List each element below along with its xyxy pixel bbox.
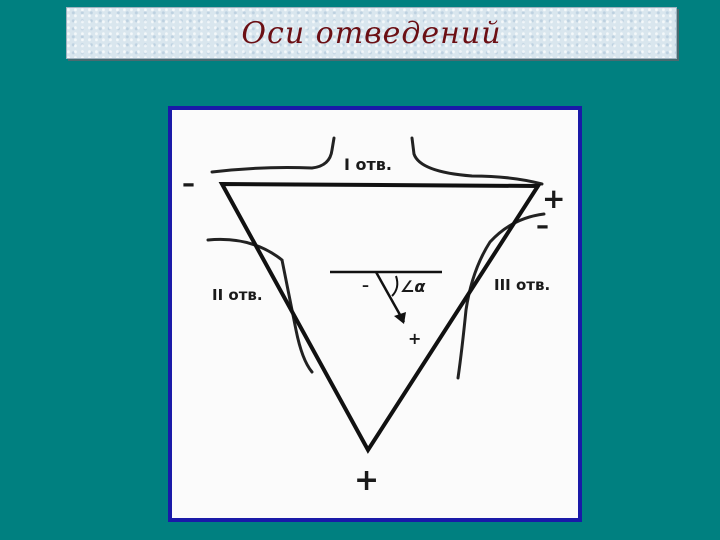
lead-II-label: II отв. bbox=[212, 286, 263, 304]
angle-arc bbox=[391, 275, 399, 297]
einthoven-diagram: I отв. II отв. III отв. – + – + – ∠α + bbox=[182, 136, 565, 498]
shoulder-outline bbox=[210, 136, 544, 186]
left-arm-outline bbox=[206, 237, 314, 374]
einthoven-triangle bbox=[218, 181, 542, 454]
right-arm-outline bbox=[456, 212, 546, 380]
slide-title: Оси отведений bbox=[241, 15, 502, 51]
arrow-head bbox=[394, 312, 406, 324]
title-bar: Оси отведений bbox=[66, 7, 677, 59]
lead-I-minus-sign: – bbox=[182, 169, 195, 199]
bottom-plus-sign: + bbox=[354, 463, 379, 498]
lead-I-plus-sign: + bbox=[542, 182, 565, 215]
axis-minus-sign: – bbox=[362, 278, 369, 294]
electrical-axis-arrow bbox=[374, 271, 406, 323]
einthoven-triangle-figure: I отв. II отв. III отв. – + – + – ∠α + bbox=[168, 106, 582, 522]
lead-I-label: I отв. bbox=[344, 155, 392, 174]
lead-III-minus-sign: – bbox=[536, 211, 549, 241]
lead-III-label: III отв. bbox=[494, 276, 550, 294]
axis-plus-sign: + bbox=[408, 329, 421, 348]
angle-alpha-label: ∠α bbox=[400, 277, 426, 296]
